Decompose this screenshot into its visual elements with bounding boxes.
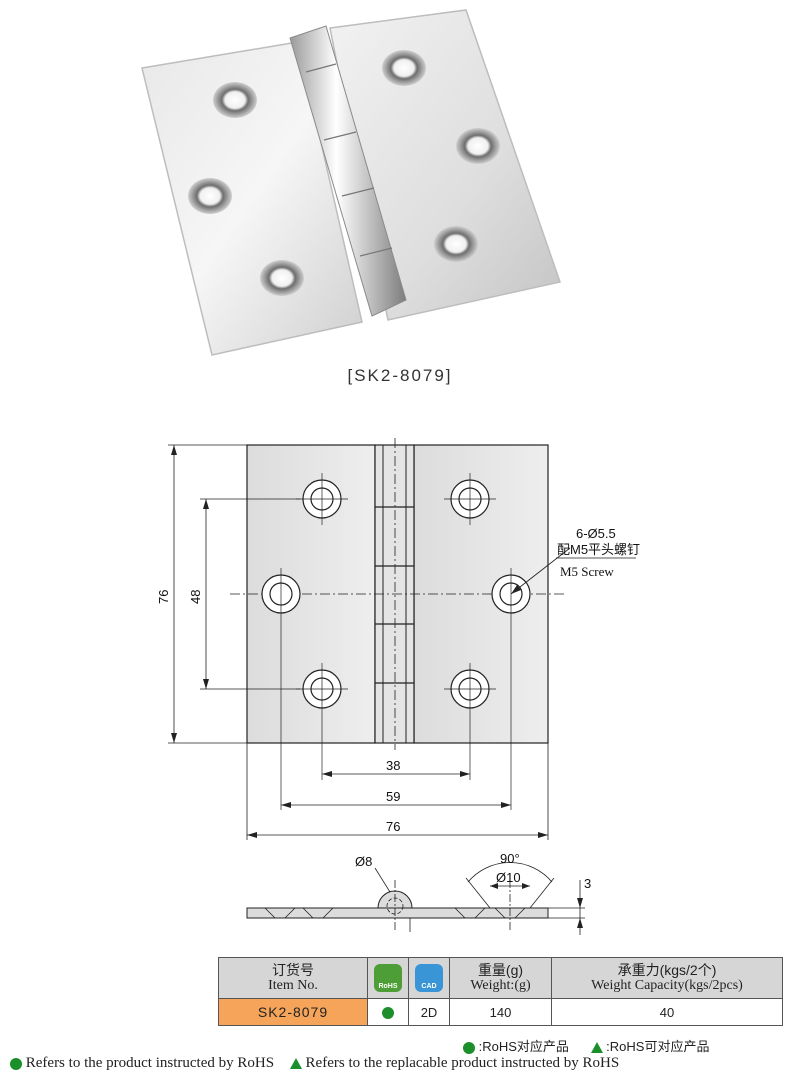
item-number: SK2-8079 (218, 998, 368, 1026)
table-header-row: 订货号 Item No. RoHS CAD 重量(g) Weight:(g) 承… (218, 957, 783, 999)
header-weight: 重量(g) Weight:(g) (449, 957, 552, 999)
header-item-cn: 订货号 (272, 962, 314, 978)
header-rohs: RoHS (367, 957, 409, 999)
replaceable-triangle-icon (590, 1042, 603, 1054)
product-caption: [SK2-8079] (347, 366, 453, 385)
header-capacity-en: Weight Capacity(kgs/2pcs) (591, 978, 743, 993)
rohs-dot-icon (10, 1057, 22, 1070)
header-item: 订货号 Item No. (218, 957, 368, 999)
dim-height-76: 76 (156, 590, 171, 604)
front-view-drawing: 76 48 38 59 76 6-Ø5.5 配M5平头螺钉 M5 Screw (156, 438, 640, 840)
cad-file-icon: CAD (415, 964, 443, 992)
weight-value: 140 (449, 998, 552, 1026)
dim-width-76: 76 (386, 819, 400, 834)
rohs-dot-icon (463, 1041, 475, 1054)
rohs-dot-icon (382, 1007, 394, 1020)
table-row: SK2-8079 2D 140 40 (218, 998, 783, 1026)
legend-cn: :RoHS对应产品 :RoHS可对应产品 (463, 1036, 709, 1055)
dim-thickness: 3 (584, 876, 591, 891)
rohs-status (367, 998, 409, 1026)
dim-hole-spacing-48: 48 (188, 590, 203, 604)
legend-replaceable-en: Refers to the replacable product instruc… (305, 1055, 620, 1071)
header-weight-en: Weight:(g) (470, 978, 531, 993)
dim-hole-spacing-38: 38 (386, 758, 400, 773)
dim-hole-spacing-59: 59 (386, 789, 400, 804)
rohs-badge-icon: RoHS (374, 964, 402, 992)
replaceable-triangle-icon (289, 1058, 302, 1070)
screw-note-cn: 配M5平头螺钉 (557, 542, 640, 557)
capacity-value: 40 (551, 998, 783, 1026)
side-view-drawing: Ø8 90° Ø10 3 (246, 851, 591, 935)
dim-countersink-dia: Ø10 (496, 870, 521, 885)
legend-rohs-cn: :RoHS对应产品 (478, 1039, 569, 1054)
screw-note-en: M5 Screw (560, 564, 614, 579)
spec-table: 订货号 Item No. RoHS CAD 重量(g) Weight:(g) 承… (218, 957, 783, 1026)
header-weight-cn: 重量(g) (477, 962, 524, 978)
cad-type: 2D (408, 998, 450, 1026)
header-capacity: 承重力(kgs/2个) Weight Capacity(kgs/2pcs) (551, 957, 783, 999)
legend-replaceable-cn: :RoHS可对应产品 (606, 1039, 710, 1054)
header-item-en: Item No. (268, 978, 318, 993)
header-cad: CAD (408, 957, 450, 999)
legend-en: Refers to the product instructed by RoHS… (10, 1055, 619, 1072)
hole-note: 6-Ø5.5 (576, 526, 616, 541)
header-capacity-cn: 承重力(kgs/2个) (617, 962, 717, 978)
dim-angle: 90° (500, 851, 520, 866)
hinge-photo (141, 9, 561, 356)
dim-pin-dia: Ø8 (355, 854, 372, 869)
legend-rohs-en: Refers to the product instructed by RoHS (25, 1055, 275, 1071)
